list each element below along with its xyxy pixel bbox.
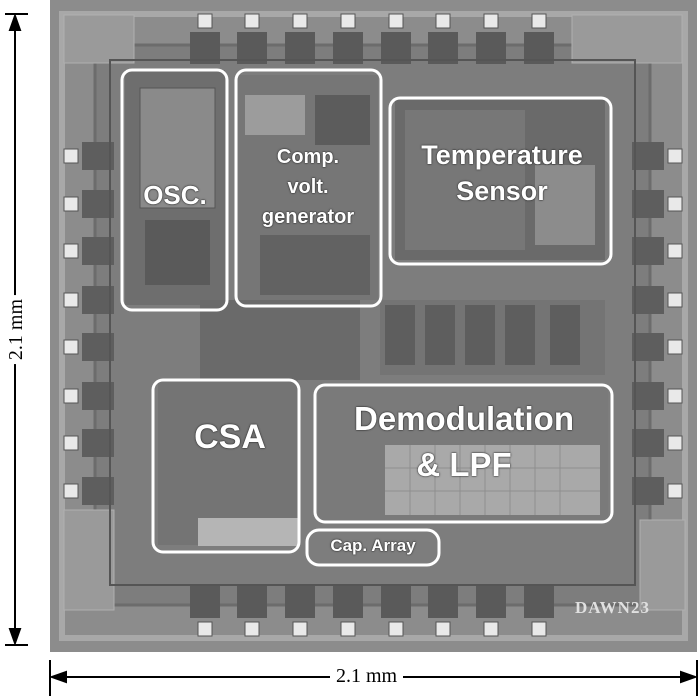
csa-label: CSA bbox=[194, 418, 266, 456]
cap-array-label: Cap. Array bbox=[330, 536, 416, 555]
temp-outline bbox=[388, 96, 613, 266]
demodulation-lpf-label: Demodulation & LPF bbox=[354, 400, 574, 483]
temperature-sensor-label: Temperature Sensor bbox=[421, 140, 583, 206]
comp-volt-generator-label: Comp. volt. generator bbox=[261, 146, 355, 228]
die-photo bbox=[50, 0, 697, 652]
osc-label: OSC. bbox=[143, 180, 207, 210]
horizontal-dimension-label: 2.1 mm bbox=[330, 665, 404, 688]
comp-outline bbox=[234, 68, 383, 308]
vertical-dimension-label: 2.1 mm bbox=[5, 294, 29, 365]
die-layout bbox=[50, 0, 697, 652]
chip-id-text: DAWN23 bbox=[575, 598, 650, 617]
cap-outline bbox=[305, 528, 441, 567]
csa-outline bbox=[151, 378, 301, 554]
osc-outline bbox=[120, 68, 229, 312]
demod-outline bbox=[313, 383, 614, 524]
